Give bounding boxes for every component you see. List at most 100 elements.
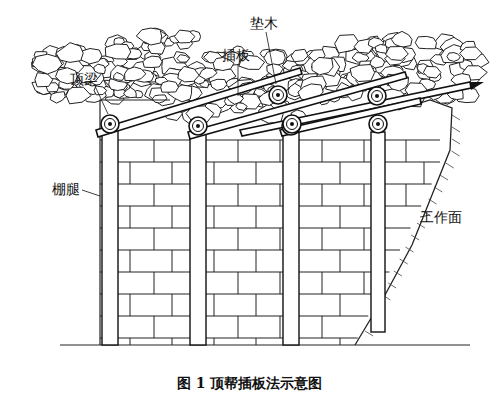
rock <box>178 66 199 82</box>
lagging-joint <box>340 162 341 184</box>
lagging-joint <box>238 140 239 162</box>
lagging-joint <box>340 206 341 228</box>
log-core <box>196 124 200 128</box>
lagging-joint <box>172 338 173 345</box>
lagging-line <box>100 294 379 295</box>
hatch <box>452 151 460 156</box>
lagging-joint <box>322 228 323 250</box>
lagging-joint <box>280 228 281 250</box>
part-label: 插板 <box>222 48 250 62</box>
rock <box>312 57 333 74</box>
lagging-joint <box>172 162 173 184</box>
lagging-joint <box>130 162 131 184</box>
lagging-joint <box>154 272 155 294</box>
lagging-joint <box>340 250 341 272</box>
lagging-line <box>100 140 440 141</box>
lagging-joint <box>130 294 131 316</box>
log-ring <box>373 119 384 130</box>
lagging-wall <box>100 140 440 345</box>
rock <box>177 55 190 62</box>
lagging-joint <box>130 250 131 272</box>
rock <box>199 68 217 80</box>
wall-outline <box>100 100 170 345</box>
log <box>368 87 386 105</box>
lagging-joint <box>238 228 239 250</box>
figure-caption: 图 1 顶帮插板法示意图 <box>177 376 323 390</box>
rock <box>80 49 103 64</box>
hatch <box>452 127 460 132</box>
board <box>280 98 421 136</box>
hatch <box>394 271 402 276</box>
lagging-joint <box>406 140 407 162</box>
part-label: 工作面 <box>420 210 462 224</box>
log-ring <box>287 119 298 130</box>
lagging-joint <box>214 250 215 272</box>
rock <box>124 87 137 97</box>
lagging-joint <box>280 272 281 294</box>
part-label: 棚腿 <box>52 182 80 196</box>
lagging-joint <box>256 162 257 184</box>
lagging-joint <box>322 184 323 206</box>
lagging-joint <box>280 184 281 206</box>
lagging-joint <box>424 162 425 184</box>
rock <box>210 79 227 90</box>
lagging-joint <box>364 184 365 206</box>
rock <box>143 56 162 67</box>
lagging-joint <box>238 316 239 338</box>
lagging-joint <box>214 294 215 316</box>
hatch <box>446 163 454 168</box>
rock <box>264 50 286 66</box>
hatch <box>400 259 408 264</box>
leader-lines <box>82 32 430 217</box>
log-core <box>376 122 380 126</box>
rock <box>136 28 161 45</box>
hatch <box>388 283 396 288</box>
lagging-joint <box>364 228 365 250</box>
lagging-joint <box>322 272 323 294</box>
lagging-joint <box>172 294 173 316</box>
hatch <box>405 247 413 252</box>
part-label: 垫木 <box>250 16 278 30</box>
lagging-joint <box>340 338 341 345</box>
log-ring <box>273 90 284 101</box>
lagging-joint <box>256 250 257 272</box>
rock <box>161 81 179 92</box>
post <box>102 130 118 345</box>
rock <box>423 66 441 78</box>
lagging-joint <box>130 338 131 345</box>
lagging-joint <box>154 316 155 338</box>
log-core <box>108 122 112 126</box>
lagging-joint <box>154 140 155 162</box>
lagging-joint <box>256 294 257 316</box>
beam-logs <box>101 86 387 135</box>
floor-line <box>60 345 470 346</box>
lagging-joint <box>130 206 131 228</box>
lagging-joint <box>364 140 365 162</box>
rock <box>105 44 131 59</box>
log-ring <box>372 91 383 102</box>
log-core <box>290 122 294 126</box>
lagging-joint <box>406 184 407 206</box>
lagging-joint <box>214 206 215 228</box>
rock <box>350 65 375 82</box>
rock <box>415 36 436 48</box>
lagging-joint <box>238 272 239 294</box>
rock <box>236 103 247 111</box>
hatch <box>434 187 442 192</box>
hatch <box>452 115 460 120</box>
log <box>283 115 301 133</box>
lagging-line <box>100 250 400 251</box>
lagging-joint <box>322 316 323 338</box>
slant-boards <box>96 68 471 139</box>
lagging-joint <box>280 316 281 338</box>
lagging-joint <box>172 250 173 272</box>
post <box>190 132 206 345</box>
part-label: 顶梁 <box>70 72 98 86</box>
log <box>189 117 207 135</box>
lagging-joint <box>214 162 215 184</box>
rock <box>460 47 482 60</box>
hatch <box>440 175 448 180</box>
face-hatch <box>365 115 460 336</box>
post <box>371 132 385 332</box>
board <box>240 82 471 136</box>
